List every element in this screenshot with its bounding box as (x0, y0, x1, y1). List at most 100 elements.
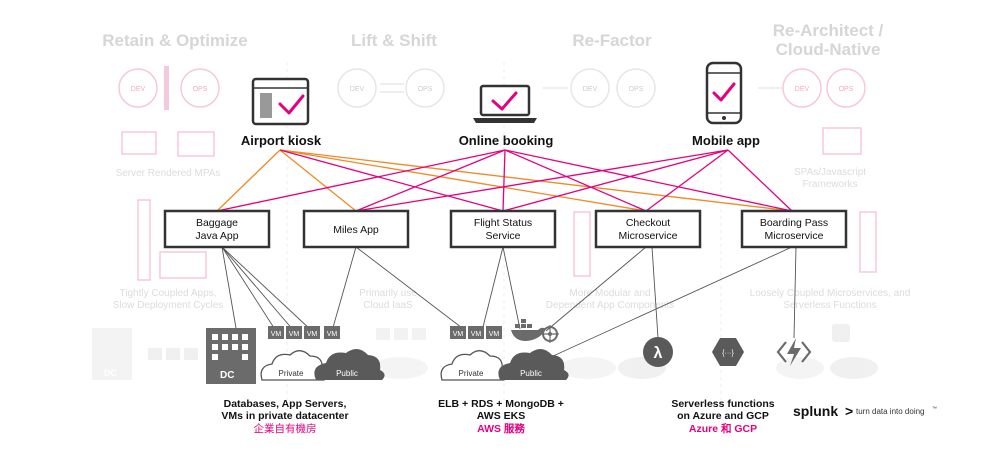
caption-spa-2: Frameworks (802, 179, 857, 190)
vm-label: VM (271, 331, 282, 338)
caption-datacenter: Databases, App Servers, VMs in private d… (221, 398, 348, 435)
dev-label: DEV (795, 86, 810, 93)
caption-serverless: Serverless functions on Azure and GCP Az… (671, 398, 774, 435)
link-online-flight (502, 149, 506, 212)
ops-label: OPS (418, 86, 433, 93)
link-flight-vm (481, 246, 504, 332)
caption-iaas-1: Primarily use (359, 288, 417, 299)
ghost-vm (166, 348, 180, 360)
vm-box (450, 326, 466, 339)
caption-modular-1: More Modular and (569, 288, 650, 299)
service-label-line1: Baggage (196, 217, 238, 229)
service-label-line2: Java App (195, 230, 238, 242)
ghost-block (137, 199, 151, 281)
public-cloud-aws-icon: Public (498, 348, 569, 380)
link-kiosk-boarding (279, 149, 793, 212)
vm-label: VM (453, 331, 464, 338)
dev-label: DEV (350, 86, 365, 93)
server-icon (177, 131, 215, 157)
ghost-vm (412, 328, 426, 340)
brand-name: splunk (793, 403, 838, 419)
caption-line1: Databases, App Servers, (224, 398, 347, 410)
ops-circle (180, 68, 220, 108)
caption-line1: Serverless functions (671, 398, 774, 410)
lambda-symbol: λ (654, 345, 663, 362)
link-mobile-checkout (645, 149, 729, 212)
caption-line2: VMs in private datacenter (221, 410, 348, 422)
dev-circle (118, 68, 158, 108)
ghost-block (573, 211, 591, 277)
caption-line2: AWS EKS (477, 410, 525, 422)
vm-label: VM (327, 331, 338, 338)
link-kiosk-baggage (216, 149, 281, 212)
ghost-vm (376, 328, 390, 340)
link-mobile-boarding (727, 149, 793, 212)
service-label-line2: Microservice (765, 230, 824, 242)
ghost-cloud (830, 357, 878, 379)
caption-aws: ELB + RDS + MongoDB + AWS EKS AWS 服務 (438, 398, 564, 435)
ghost-vm (184, 348, 198, 360)
column-title-lift-shift: Lift & Shift (351, 31, 437, 50)
service-label-line1: Boarding Pass (760, 217, 828, 229)
link-checkout-lambda (651, 246, 659, 339)
caption-cjk: 企業自有機房 (254, 422, 317, 435)
caption-tight-1: Tightly Coupled Apps, (120, 288, 217, 299)
brand-tagline: turn data into doing (856, 407, 925, 416)
service-label-line2: Microservice (619, 230, 678, 242)
column-title-retain: Retain & Optimize (102, 31, 247, 50)
ghost-block (859, 211, 877, 273)
link-boarding-function (793, 246, 797, 339)
channel-label-kiosk: Airport kiosk (241, 133, 322, 148)
caption-tight-2: Slow Deployment Cycles (113, 300, 224, 311)
ops-label: OPS (629, 86, 644, 93)
caption-loose-1: Loosely Coupled Microservices, and (750, 288, 911, 299)
ops-circle (826, 68, 866, 108)
docker-icon (511, 319, 546, 341)
divider-bar (164, 66, 169, 110)
online-booking-node: Online booking (459, 84, 554, 148)
channel-label-online: Online booking (459, 133, 554, 148)
monitor-icon (121, 131, 157, 155)
column-title-rearchitect-2: Cloud-Native (776, 40, 881, 59)
ops-label: OPS (193, 86, 208, 93)
vm-box (486, 326, 502, 339)
cloud-label: Public (336, 369, 358, 378)
public-cloud-icon: Public (314, 348, 385, 380)
link-flight-eks (502, 246, 521, 330)
phone-icon (705, 61, 743, 125)
link-boarding-public (539, 246, 793, 363)
link-baggage-vm1 (221, 246, 277, 332)
brand-arrow: > (845, 403, 853, 419)
vm-label: VM (471, 331, 482, 338)
column-title-rearchitect-1: Re-Architect / (773, 21, 884, 40)
dev-label: DEV (131, 86, 146, 93)
datacenter-building-icon: DC (206, 328, 256, 384)
spa-icon (822, 127, 862, 155)
kubernetes-icon (541, 325, 559, 343)
caption-loose-2: Serverless Functions (783, 300, 876, 311)
service-label-line1: Flight Status (474, 217, 532, 229)
link-baggage-dc (221, 246, 237, 329)
dev-circle (337, 68, 377, 108)
service-boarding-pass: Boarding Pass Microservice (740, 209, 848, 249)
link-kiosk-flight (279, 149, 504, 212)
service-box (163, 209, 271, 249)
ghost-dc-label: DC (104, 368, 117, 378)
service-baggage: Baggage Java App (163, 209, 271, 249)
laptop-icon (473, 84, 537, 123)
caption-modular-2: Dependent App Components (546, 300, 674, 311)
service-label-line2: Service (485, 230, 520, 242)
ops-circle (405, 68, 445, 108)
vm-box (304, 326, 320, 339)
service-box (594, 209, 702, 249)
vm-label: VM (307, 331, 318, 338)
ops-circle (616, 68, 656, 108)
link-mobile-flight (502, 149, 729, 212)
splunk-logo: splunk > turn data into doing ™ (793, 403, 937, 419)
vm-label: VM (489, 331, 500, 338)
lambda-icon: λ (643, 337, 673, 367)
link-checkout-eks (545, 246, 647, 332)
ghost-cloud (776, 357, 824, 379)
ghost-icon (832, 324, 850, 342)
caption-iaas-2: Cloud IaaS (363, 300, 413, 311)
